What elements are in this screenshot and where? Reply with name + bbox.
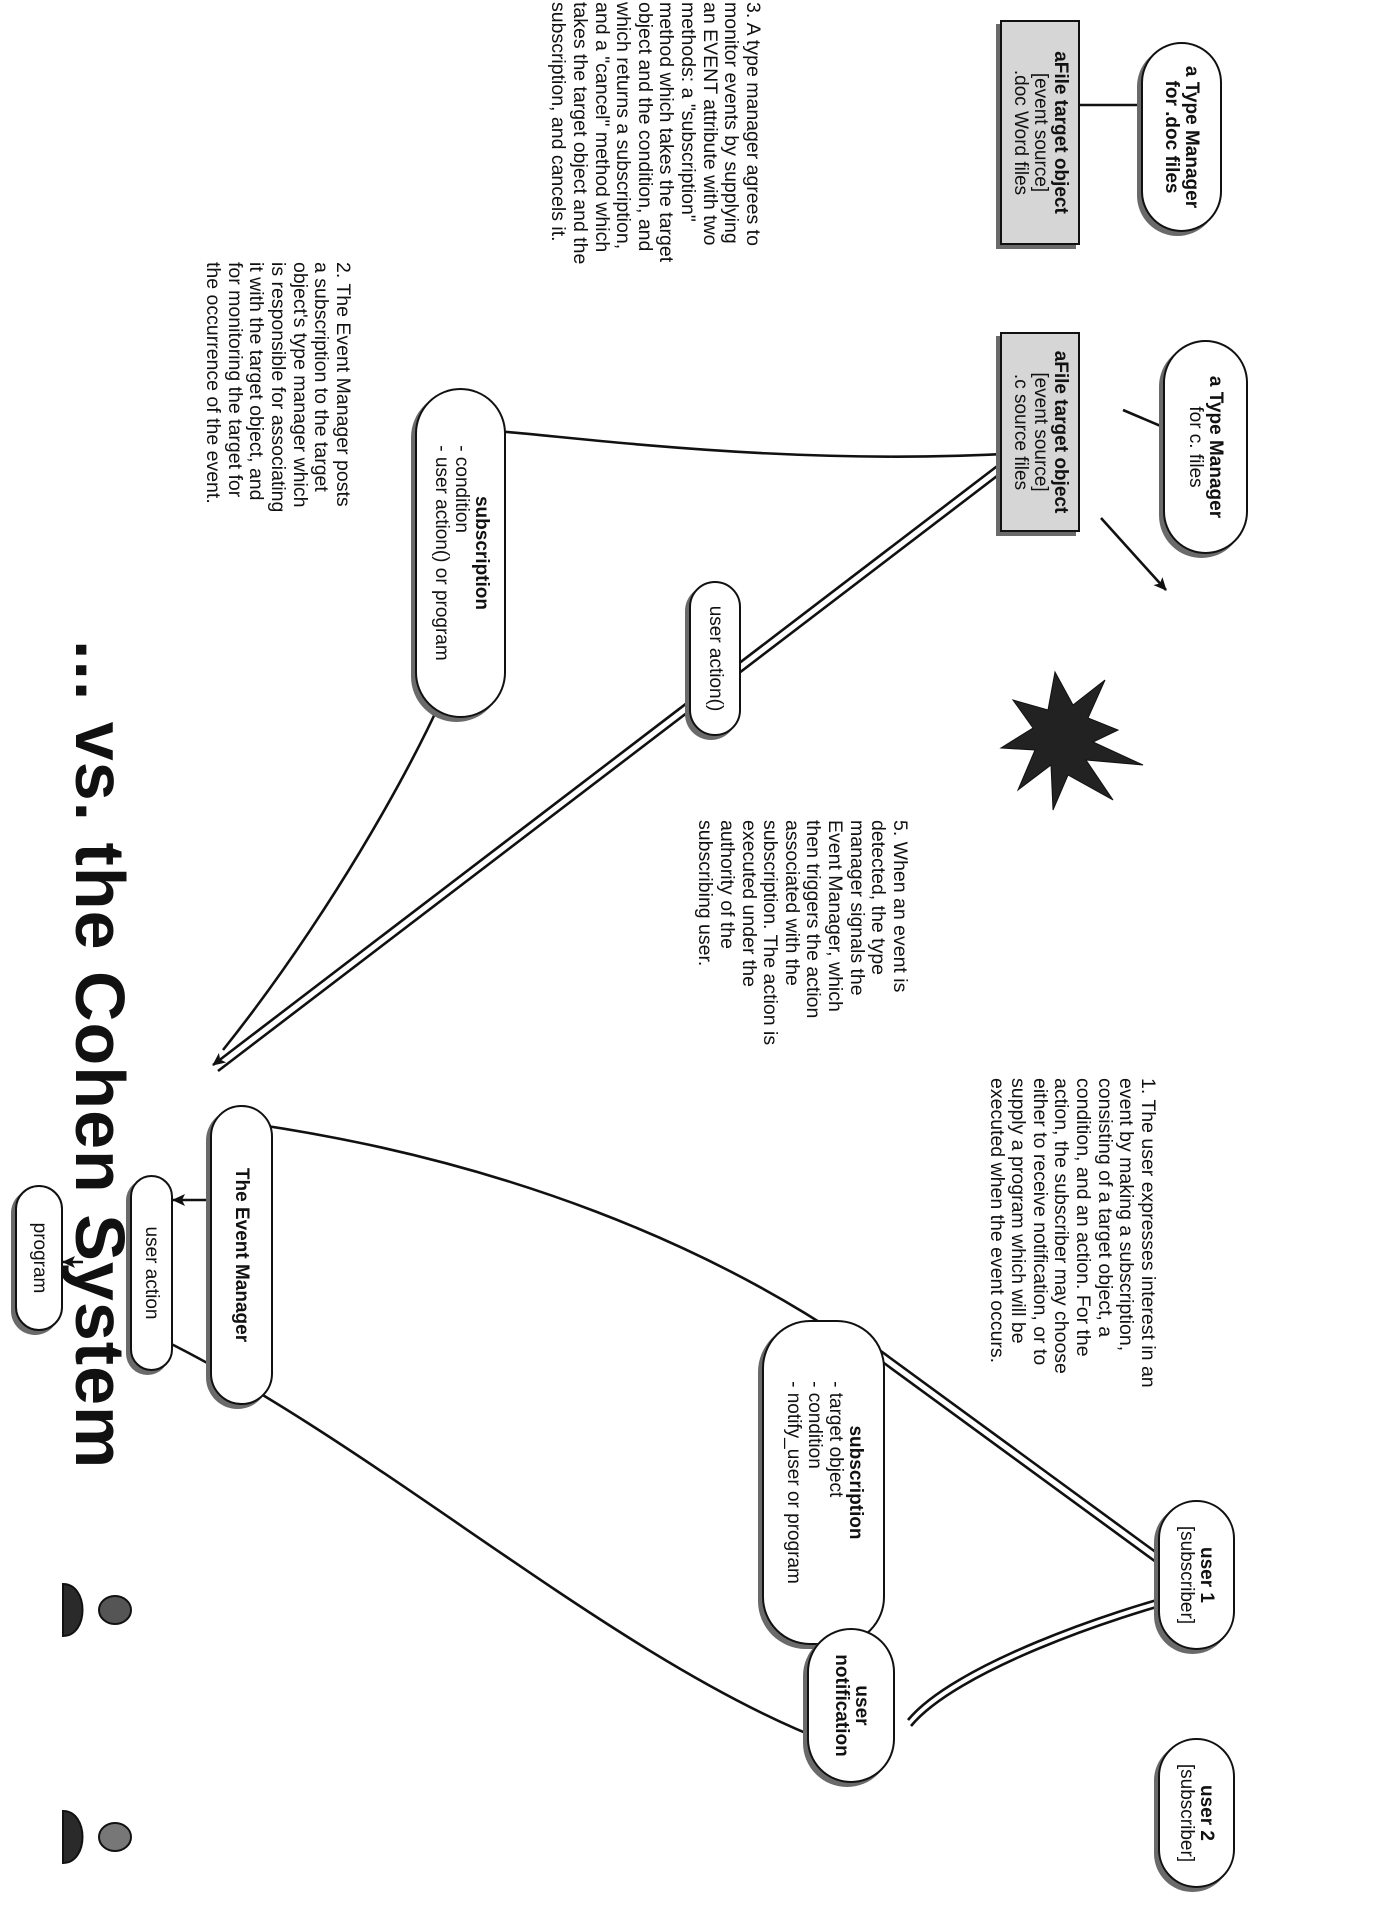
edge-user1-to-notification-a <box>906 1590 1188 1721</box>
file-doc-line2: [event source] <box>1029 72 1051 193</box>
file-c-line1: aFile target object <box>1049 350 1071 514</box>
event-manager: The Event Manager <box>210 1105 273 1405</box>
edge-user1-to-notification-b <box>909 1596 1191 1727</box>
user-1-line2: [subscriber] <box>1176 1525 1198 1625</box>
edge-file-c-to-type-manager-c <box>1122 408 1171 432</box>
user-notification-line1: user <box>850 1685 872 1726</box>
type-manager-doc-line1: a Type Manager <box>1181 65 1203 209</box>
edge-subscription-to-event-manager-a <box>239 1117 848 1342</box>
note-5: 5. When an event is detected, the type m… <box>694 820 911 1046</box>
edge-type-manager-to-subscription <box>472 428 1039 458</box>
edge-user-action-call-a <box>212 452 1014 1067</box>
user-notification: user notification <box>807 1628 895 1783</box>
note-1: 1. The user expresses interest in an eve… <box>985 1078 1159 1388</box>
subscription-bottom-item: - notify_user or program <box>783 1381 805 1584</box>
subscription-top-item: - user action() or program <box>430 445 452 661</box>
file-c-line2: [event source] <box>1029 372 1051 492</box>
program-label: program <box>28 1222 50 1294</box>
file-c-target-object: aFile target object [event source] .c so… <box>1000 332 1080 532</box>
user-notification-line2: notification <box>831 1654 852 1757</box>
file-c-line3: .c source files <box>1010 373 1032 491</box>
user-1-person-icon <box>62 1582 132 1638</box>
file-doc-target-object: aFile target object [event source] .doc … <box>1000 20 1080 245</box>
subscription-top: subscription - condition - user action()… <box>415 388 506 718</box>
subscription-bottom-heading: subscription <box>844 1425 866 1540</box>
file-doc-line3: .doc Word files <box>1010 69 1032 196</box>
user-1-line1: user 1 <box>1196 1547 1218 1603</box>
page-title: ... vs. the Cohen System <box>61 640 139 1470</box>
note-3: 3. A type manager agrees to monitor even… <box>547 2 764 265</box>
event-manager-label: The Event Manager <box>231 1167 253 1343</box>
type-manager-c-line1: a Type Manager <box>1205 375 1227 519</box>
edge-user1-to-subscription-a <box>851 1328 1188 1577</box>
user-1-subscriber: user 1 [subscriber] <box>1158 1500 1235 1650</box>
type-manager-doc-line2: for .doc files <box>1161 80 1183 194</box>
edge-user-action-call-b <box>217 458 1019 1073</box>
file-doc-line1: aFile target object <box>1049 51 1071 214</box>
subscription-top-item: - condition <box>451 445 473 533</box>
subscription-bottom-item: - target object <box>824 1381 846 1498</box>
edge-file-c-to-event <box>1100 517 1167 591</box>
user-action-call: user action() <box>689 581 741 736</box>
subscription-bottom-item: - condition <box>803 1381 825 1469</box>
subscription-top-heading: subscription <box>471 495 493 610</box>
user-action-call-label: user action() <box>704 605 726 712</box>
note-2: 2. The Event Manager posts a subscriptio… <box>202 262 354 513</box>
type-manager-doc: a Type Manager for .doc files <box>1141 42 1222 232</box>
subscription-bottom: subscription - target object - condition… <box>762 1320 885 1645</box>
user-2-subscriber: user 2 [subscriber] <box>1158 1738 1235 1888</box>
user-action-label: user action <box>141 1226 163 1320</box>
type-manager-c: a Type Manager for c. files <box>1163 340 1248 554</box>
user-action: user action <box>130 1175 173 1371</box>
user-2-person-icon <box>62 1809 132 1865</box>
user-2-line2: [subscriber] <box>1176 1763 1198 1863</box>
edge-user1-to-subscription-b <box>846 1334 1183 1583</box>
type-manager-c-line2: for c. files <box>1185 406 1207 488</box>
user-2-line1: user 2 <box>1196 1785 1218 1841</box>
program: program <box>15 1185 63 1331</box>
event-starburst-icon <box>999 670 1144 811</box>
